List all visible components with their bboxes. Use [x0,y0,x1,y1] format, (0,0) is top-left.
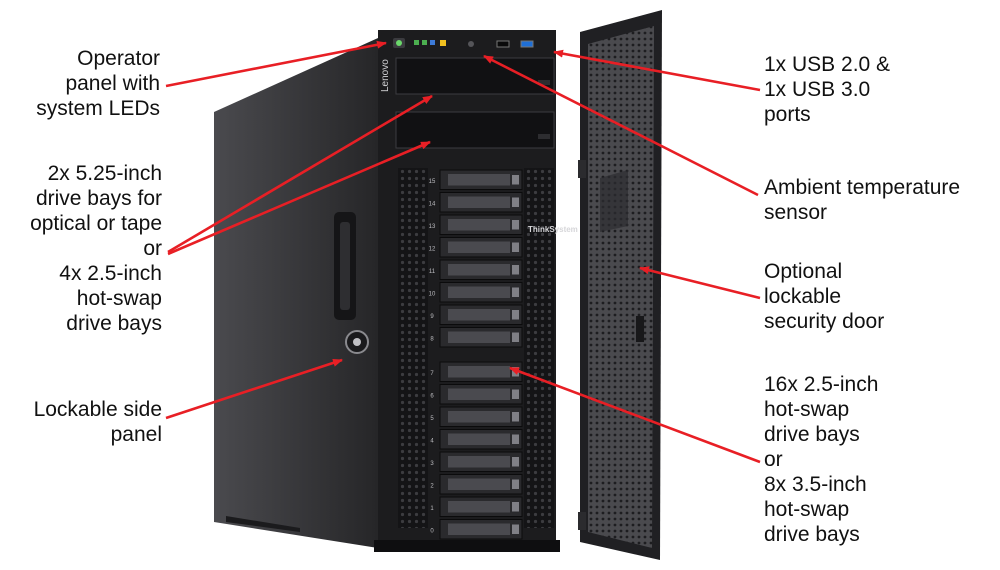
usb2-port [496,40,510,48]
drive-bay: 3 [430,451,523,472]
drive-bay-number: 14 [429,202,436,208]
drive-bay: 4 [430,429,523,450]
drive-bay: 2 [430,474,523,495]
arrow-optical-bay-2 [167,140,431,256]
drive-bay-number: 12 [429,247,436,253]
door-latch [636,316,644,342]
drive-bay-number: 0 [430,529,434,535]
drive-bay-number: 5 [430,416,434,422]
drive-bay: 9 [430,304,523,325]
arrow-optical-bay-1 [167,94,433,254]
drive-bay: 15 [429,169,523,190]
drive-bay-number: 7 [430,371,434,377]
server-side-panel [214,38,378,548]
drive-bay-number: 1 [430,506,434,512]
callout-arrows [165,40,761,464]
arrow-security-door [639,266,761,300]
lenovo-logo: Lenovo [380,59,391,92]
thinksystem-label: ThinkSystem [528,225,578,234]
usb3-port [520,40,534,48]
arrow-operator-panel [165,40,387,88]
drive-bay-number: 10 [429,292,436,298]
arrow-drive-bays [509,366,761,464]
label-security-door: Optional lockable security door [764,260,885,333]
label-temp-sensor: Ambient temperature sensor [764,176,961,224]
drive-bay: 12 [429,237,523,258]
drive-bay: 10 [429,282,523,303]
drive-bay: 0 [430,519,523,540]
drive-bay: 14 [429,192,523,213]
drive-bay-number: 3 [430,461,434,467]
label-usb-ports: 1x USB 2.0 & 1x USB 3.0 ports [764,53,891,126]
label-operator-panel: Operator panel with system LEDs [36,47,160,120]
drive-bay-number: 8 [430,337,434,343]
drive-bay: 1 [430,496,523,517]
label-drive-bays-525: 2x 5.25-inch drive bays for optical or t… [30,162,162,335]
drive-bay-number: 4 [430,439,434,445]
drive-bay: 13 [429,214,523,235]
operator-panel [393,38,446,48]
drive-bay: 7 [430,361,523,382]
label-side-panel: Lockable side panel [33,398,162,446]
drive-bay: 8 [430,327,523,348]
temperature-sensor [468,41,474,47]
security-door [578,10,662,560]
drive-bay-number: 6 [430,394,434,400]
drive-bay-number: 15 [429,179,436,185]
drive-bay-number: 11 [429,269,436,275]
drive-bay-number: 13 [429,224,436,230]
optical-bay-2 [395,111,555,149]
arrow-usb-ports [553,49,761,92]
optical-bay-1 [395,57,555,95]
drive-bay: 6 [430,384,523,405]
drive-bay-number: 2 [430,484,434,490]
drive-bay: 11 [429,259,523,280]
label-drive-bays-25: 16x 2.5-inch hot-swap drive bays or 8x 3… [764,373,879,546]
arrow-temp-sensor [483,54,759,197]
arrow-side-panel [165,358,343,420]
drive-bay-number: 9 [430,314,434,320]
drive-bay: 5 [430,406,523,427]
